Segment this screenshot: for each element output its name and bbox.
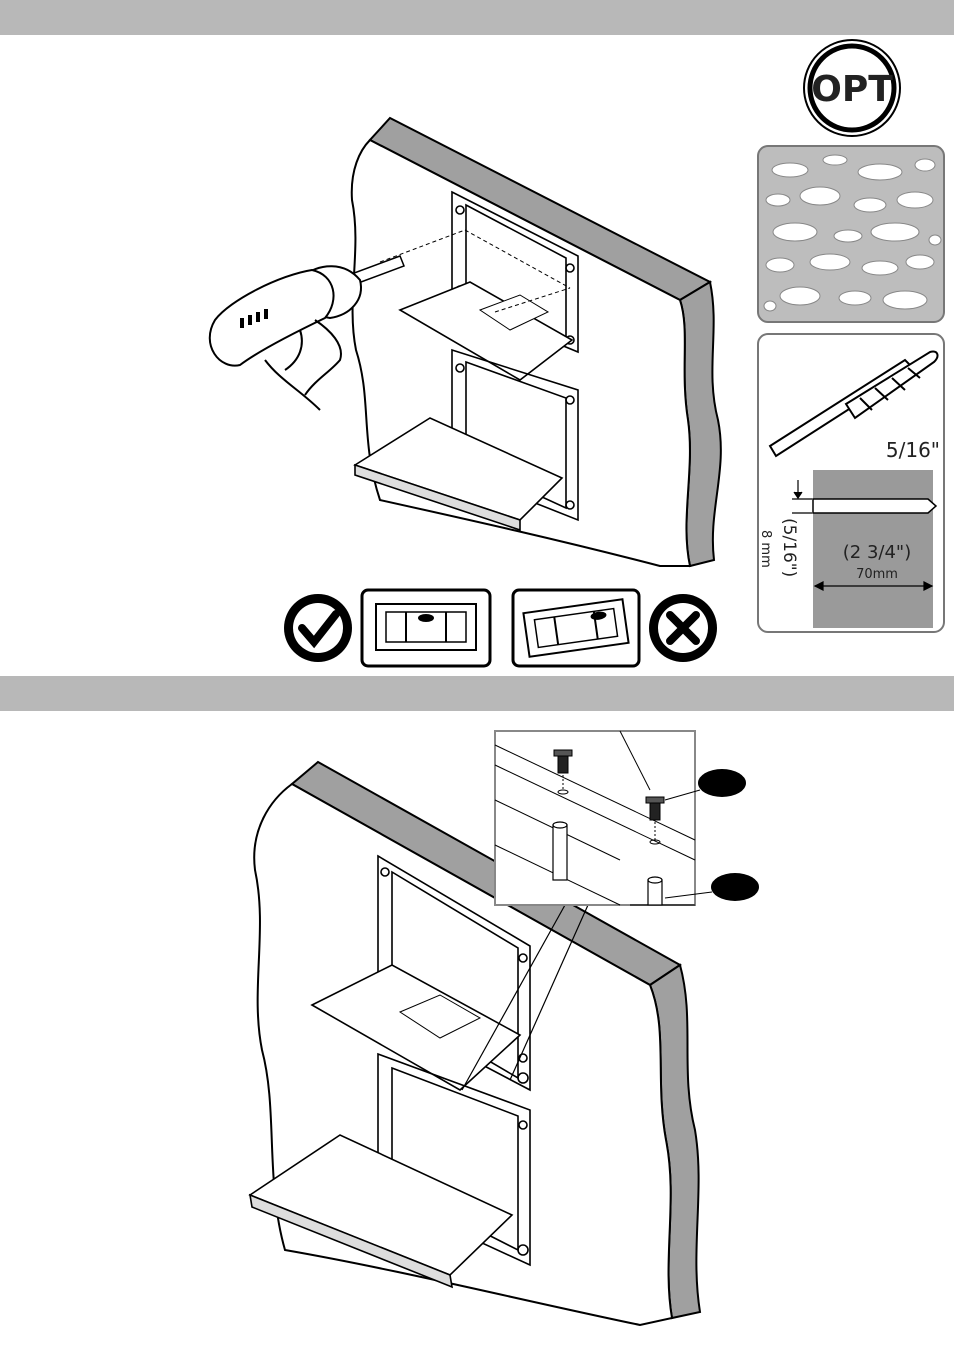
incorrect-cross-icon: [649, 594, 717, 662]
spacer-post-icon-2: [648, 877, 662, 905]
hole-diameter-mm: 8 mm: [758, 530, 773, 568]
zoom-detail-box: [495, 731, 712, 905]
drill-bit-spec-panel: 5/16" (5/16") 8 mm (2 3/4") 70mm: [758, 334, 944, 632]
hole-diameter-label: (5/16"): [779, 518, 799, 577]
level-tool-straight: [362, 590, 490, 666]
hole-depth-label: (2 3/4"): [843, 542, 911, 563]
opt-badge: OPT: [804, 40, 900, 136]
opt-badge-label: OPT: [811, 69, 893, 110]
hole-depth-mm: 70mm: [856, 567, 898, 582]
stone-wall-material-panel: [758, 146, 944, 322]
drill-bit-size-label: 5/16": [886, 438, 940, 462]
correct-check-icon: [284, 594, 352, 662]
part-marker-screw: [698, 769, 746, 797]
drilled-hole: [813, 499, 936, 513]
level-tool-tilted: [513, 590, 639, 666]
spacer-post-icon: [553, 822, 567, 880]
part-marker-spacer: [711, 873, 759, 901]
